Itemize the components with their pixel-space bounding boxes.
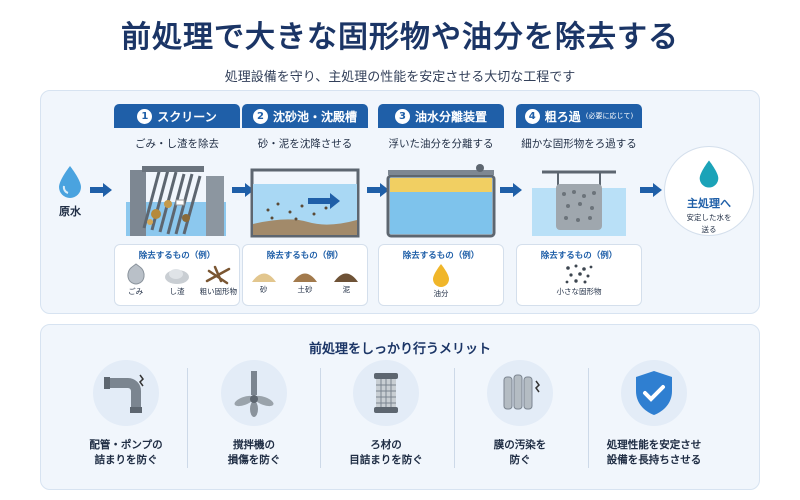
page-title: 前処理で大きな固形物や油分を除去する	[121, 20, 679, 55]
step-sedimentation: 2 沈砂池・沈殿槽 砂・泥を沈降させる	[242, 104, 368, 240]
examples-card: 除去するもの（例） 油分	[378, 244, 504, 306]
main-process-sub1: 安定した水を	[686, 213, 732, 222]
raw-water-label: 原水	[59, 205, 81, 218]
pipe-icon	[104, 374, 144, 413]
step-description: 細かな固形物をろ過する	[521, 138, 637, 150]
step-number: 3	[394, 108, 410, 124]
soil-pile-icon	[292, 273, 317, 282]
oil-separator-illustration-icon	[386, 164, 496, 238]
benefit-line2: 詰まりを防ぐ	[94, 454, 158, 466]
step-title: 粗ろ過	[544, 109, 581, 124]
filter-cartridge-icon	[374, 373, 398, 413]
benefit-line2: 防ぐ	[509, 454, 531, 466]
examples-card: 除去するもの（例） 小さな固形物	[516, 244, 642, 306]
example-item: 油分	[421, 263, 461, 299]
step-oil-separator: 3 油水分離装置 浮いた油分を分離する	[378, 104, 504, 240]
examples-card: 除去するもの（例） ごみ し渣 粗い固形物	[114, 244, 240, 306]
flow-arrow-icon	[500, 183, 522, 197]
benefit-item: 撹拌機の損傷を防ぐ	[192, 360, 316, 468]
flow-arrow-icon	[90, 183, 112, 197]
benefit-line1: 撹拌機の	[233, 439, 275, 451]
flow-arrow-icon	[640, 183, 662, 197]
sedimentation-tank-illustration-icon	[250, 168, 360, 238]
examples-title: 除去するもの（例）	[138, 251, 216, 261]
example-item: ごみ	[116, 263, 156, 297]
divider	[187, 368, 188, 468]
benefit-line1: 処理性能を安定させ	[606, 439, 702, 451]
main-process-sub2: 送る	[701, 225, 717, 234]
water-drop-icon	[699, 160, 719, 188]
example-label: 泥	[342, 285, 351, 294]
example-label: し渣	[169, 287, 185, 296]
flow-arrow-icon	[232, 183, 254, 197]
water-drop-icon	[59, 166, 81, 198]
twigs-icon	[206, 265, 231, 285]
flow-arrow-icon	[367, 183, 389, 197]
benefit-line1: 配管・ポンプの	[89, 439, 163, 451]
divider	[454, 368, 455, 468]
step-description: 浮いた油分を分離する	[388, 138, 494, 150]
benefit-item: ろ材の目詰まりを防ぐ	[324, 360, 448, 468]
small-particles-icon	[565, 264, 593, 284]
benefit-line1: 膜の汚染を	[493, 439, 547, 451]
examples-title: 除去するもの（例）	[402, 251, 480, 261]
examples-title: 除去するもの（例）	[266, 251, 344, 261]
examples-title: 除去するもの（例）	[540, 251, 618, 261]
example-label: 砂	[259, 285, 268, 294]
main-process: 主処理へ 安定した水を 送る	[664, 146, 754, 236]
step-header: 2 沈砂池・沈殿槽	[242, 104, 368, 128]
raw-water: 原水	[50, 165, 90, 219]
example-label: ごみ	[128, 287, 144, 296]
step-description: ごみ・し渣を除去	[135, 138, 219, 150]
shield-check-icon	[636, 371, 672, 415]
example-item: 土砂	[285, 263, 325, 295]
example-item: 小さな固形物	[544, 263, 614, 297]
example-item: 砂	[244, 263, 284, 295]
screen-illustration-icon	[126, 166, 226, 236]
example-item: 泥	[326, 263, 366, 295]
divider	[588, 368, 589, 468]
step-coarse-filtration: 4 粗ろ過 (必要に応じて) 細かな固形物をろ過する	[516, 104, 642, 240]
coarse-filter-illustration-icon	[532, 170, 626, 236]
step-number: 1	[137, 108, 153, 124]
step-screen: 1 スクリーン ごみ・し渣を除去	[114, 104, 240, 240]
oil-drop-icon	[433, 264, 449, 287]
example-item: し渣	[157, 263, 197, 297]
benefits-title: 前処理をしっかり行うメリット	[308, 342, 491, 357]
mixer-icon	[234, 371, 274, 417]
step-header: 1 スクリーン	[114, 104, 240, 128]
examples-card: 除去するもの（例） 砂 土砂 泥	[242, 244, 368, 306]
example-label: 粗い固形物	[199, 287, 238, 296]
example-label: 油分	[433, 289, 449, 298]
main-process-title: 主処理へ	[687, 197, 731, 210]
example-label: 土砂	[297, 285, 313, 294]
benefit-item: 処理性能を安定させ設備を長持ちさせる	[592, 360, 716, 468]
step-description: 砂・泥を沈降させる	[257, 138, 353, 150]
page-subtitle: 処理設備を守り、主処理の性能を安定させる大切な工程です	[224, 70, 576, 85]
step-title: 油水分離装置	[414, 109, 487, 124]
sand-pile-icon	[251, 273, 276, 282]
step-number: 4	[524, 108, 540, 124]
step-header: 4 粗ろ過 (必要に応じて)	[516, 104, 642, 128]
divider	[320, 368, 321, 468]
benefit-item: 膜の汚染を防ぐ	[458, 360, 582, 468]
step-number: 2	[252, 108, 268, 124]
benefit-line2: 設備を長持ちさせる	[606, 454, 702, 466]
sludge-icon	[164, 269, 189, 284]
benefit-line1: ろ材の	[370, 439, 402, 451]
step-title: スクリーン	[157, 109, 217, 124]
membrane-icon	[503, 374, 540, 410]
benefit-line2: 目詰まりを防ぐ	[349, 454, 423, 466]
benefit-line2: 損傷を防ぐ	[227, 454, 281, 466]
step-title: 沈砂池・沈殿槽	[272, 109, 357, 124]
mud-pile-icon	[334, 273, 359, 282]
benefit-item: 配管・ポンプの詰まりを防ぐ	[64, 360, 188, 468]
trash-bag-icon	[127, 263, 145, 285]
step-note: (必要に応じて)	[585, 112, 634, 120]
example-label: 小さな固形物	[556, 287, 602, 296]
step-header: 3 油水分離装置	[378, 104, 504, 128]
example-item: 粗い固形物	[198, 263, 238, 297]
